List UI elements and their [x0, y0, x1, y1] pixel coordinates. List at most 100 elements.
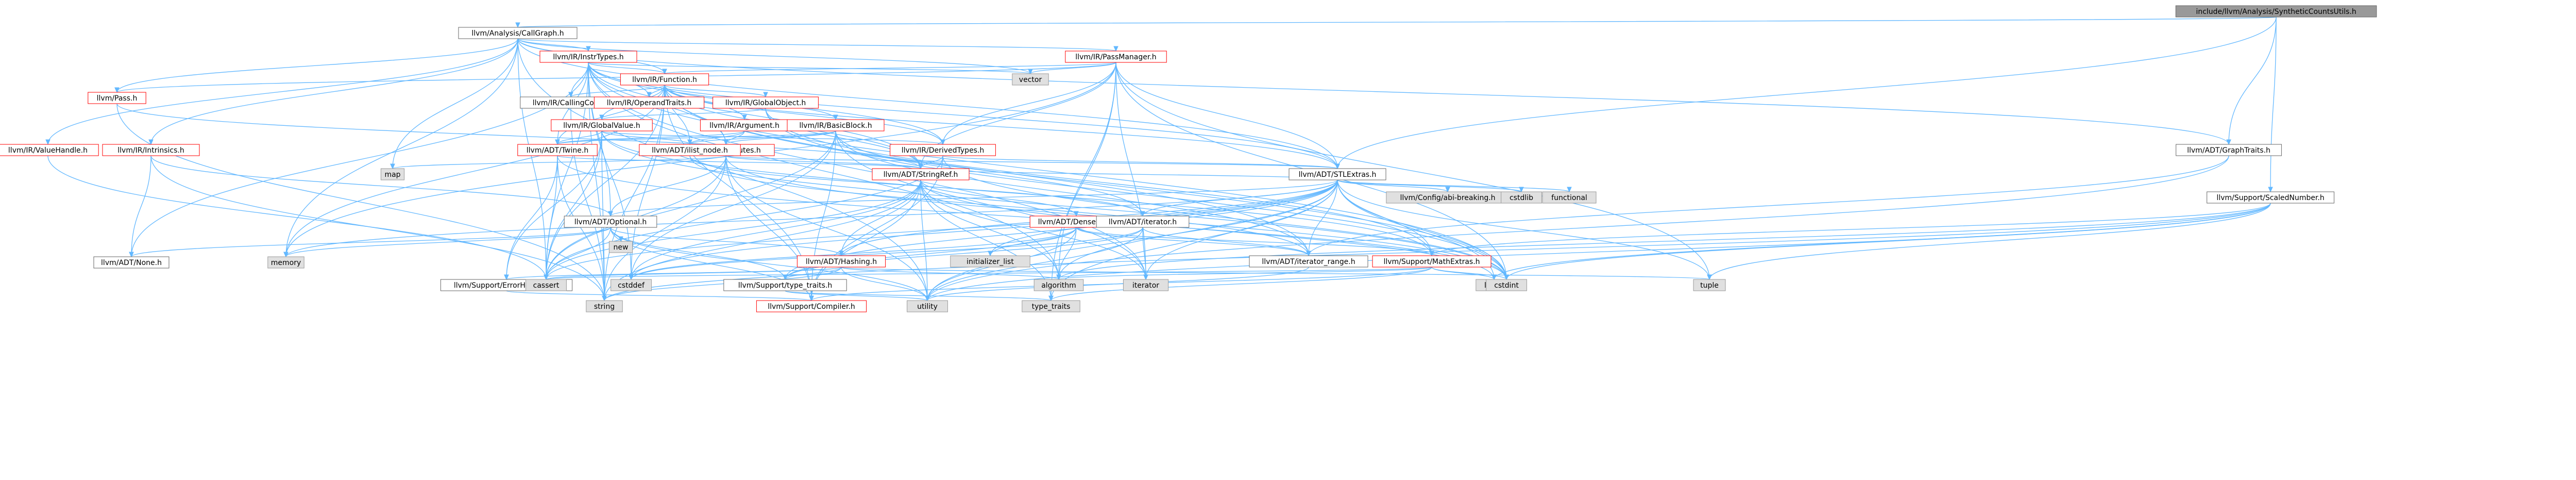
edge-sn-to-algorithm	[1056, 203, 2271, 280]
node-llvm-adt-optional-h[interactable]: llvm/ADT/Optional.h	[564, 216, 657, 228]
node-label: cstddef	[618, 282, 645, 290]
node-llvm-adt-iterator-h[interactable]: llvm/ADT/iterator.h	[1096, 216, 1190, 228]
node-label: tuple	[1700, 282, 1719, 290]
node-label: llvm/IR/GlobalObject.h	[725, 99, 806, 107]
node-label: llvm/ADT/Hashing.h	[806, 258, 877, 266]
node-tuple: tuple	[1693, 279, 1726, 291]
edge-vh-to-cassert	[47, 155, 549, 280]
node-llvm-support-scalednumber-h[interactable]: llvm/Support/ScaledNumber.h	[2207, 191, 2334, 204]
node-llvm-adt-hashing-h[interactable]: llvm/ADT/Hashing.h	[796, 255, 886, 268]
node-llvm-adt-twine-h[interactable]: llvm/ADT/Twine.h	[517, 144, 598, 156]
node-llvm-analysis-callgraph-h[interactable]: llvm/Analysis/CallGraph.h	[458, 27, 578, 39]
node-label: llvm/IR/Intrinsics.h	[117, 146, 184, 155]
node-label: vector	[1019, 76, 1042, 84]
node-cstddef: cstddef	[611, 279, 652, 291]
edge-stl-to-cfg	[1337, 179, 1450, 193]
node-llvm-support-mathextras-h[interactable]: llvm/Support/MathExtras.h	[1372, 255, 1492, 268]
node-llvm-ir-globalobject-h[interactable]: llvm/IR/GlobalObject.h	[713, 96, 819, 109]
edge-cc-to-string	[570, 108, 607, 302]
node-label: memory	[271, 259, 301, 267]
edge-stl-to-cstdlib	[1337, 179, 1524, 193]
node-llvm-ir-globalvalue-h[interactable]: llvm/IR/GlobalValue.h	[551, 119, 653, 131]
edge-cg-to-pass	[114, 38, 518, 93]
edge-root-to-gt	[2226, 16, 2277, 145]
node-llvm-ir-operandtraits-h[interactable]: llvm/IR/OperandTraits.h	[594, 96, 705, 109]
node-llvm-adt-graphtraits-h[interactable]: llvm/ADT/GraphTraits.h	[2176, 144, 2282, 156]
node-label: utility	[917, 303, 938, 311]
node-label: llvm/ADT/Optional.h	[574, 218, 647, 226]
edge-sn-to-string	[602, 203, 2271, 302]
node-label: llvm/ADT/STLExtras.h	[1299, 171, 1377, 179]
edge-cg-to-memory	[283, 38, 518, 258]
edge-sn-to-tuple	[1707, 203, 2271, 280]
edge-gt-to-itr	[1306, 155, 2229, 257]
node-llvm-ir-function-h[interactable]: llvm/IR/Function.h	[620, 73, 709, 86]
node-initializer-list: initializer_list	[950, 255, 1030, 268]
node-llvm-ir-passmanager-h[interactable]: llvm/IR/PassManager.h	[1065, 51, 1167, 63]
edge-attr-to-map	[390, 155, 726, 170]
node-llvm-adt-iterator-range-h[interactable]: llvm/ADT/iterator_range.h	[1249, 255, 1368, 268]
edge-bb-to-attr	[723, 130, 836, 145]
node-llvm-pass-h[interactable]: llvm/Pass.h	[88, 92, 146, 104]
node-llvm-support-type-traits-h[interactable]: llvm/Support/type_traits.h	[723, 279, 847, 291]
node-label: cstdlib	[1510, 194, 1533, 202]
node-label: type_traits	[1032, 303, 1071, 311]
edge-twine-to-eh	[504, 155, 558, 280]
node-llvm-ir-intrinsics-h[interactable]: llvm/IR/Intrinsics.h	[102, 144, 200, 156]
node-llvm-adt-none-h[interactable]: llvm/ADT/None.h	[93, 256, 170, 269]
edge-root-to-sn	[2268, 16, 2277, 193]
node-llvm-adt-stlextras-h[interactable]: llvm/ADT/STLExtras.h	[1289, 168, 1386, 180]
node-label: llvm/Analysis/CallGraph.h	[471, 29, 564, 38]
edge-opt-to-memory	[283, 227, 611, 258]
edge-intr-to-opt	[150, 155, 613, 217]
edge-eh-to-comp	[506, 290, 814, 302]
edge-fn-to-cc	[568, 85, 665, 98]
node-iterator: iterator	[1123, 279, 1169, 291]
edge-tt-to-typetraits	[785, 290, 1054, 302]
edge-stl-to-functional	[1337, 179, 1572, 193]
node-string: string	[586, 300, 623, 312]
node-llvm-ir-instrtypes-h[interactable]: llvm/IR/InstrTypes.h	[539, 51, 637, 63]
node-llvm-ir-valuehandle-h[interactable]: llvm/IR/ValueHandle.h	[0, 144, 99, 156]
node-label: llvm/IR/BasicBlock.h	[799, 122, 872, 130]
edge-root-to-cg	[515, 16, 2277, 28]
edge-opt-to-hash	[610, 227, 844, 257]
edge-intr-to-none	[129, 155, 151, 258]
edge-it-to-fn	[588, 62, 667, 75]
node-llvm-ir-argument-h[interactable]: llvm/IR/Argument.h	[700, 119, 789, 131]
node-label: llvm/Config/abi-breaking.h	[1400, 194, 1495, 202]
node-algorithm: algorithm	[1033, 279, 1084, 291]
edge-root-to-stl	[1335, 16, 2277, 170]
edge-sref-to-dset	[920, 179, 1079, 217]
edge-pm-to-memory	[283, 62, 1116, 258]
node-label: string	[594, 303, 615, 311]
edge-it-to-none	[129, 62, 589, 258]
node-label: llvm/IR/InstrTypes.h	[553, 53, 623, 61]
node-llvm-adt-ilist-node-h[interactable]: llvm/ADT/ilist_node.h	[639, 144, 741, 156]
node-llvm-adt-stringref-h[interactable]: llvm/ADT/StringRef.h	[872, 168, 970, 180]
node-llvm-ir-basicblock-h[interactable]: llvm/IR/BasicBlock.h	[787, 119, 885, 131]
node-type-traits: type_traits	[1022, 300, 1080, 312]
node-label: llvm/ADT/iterator_range.h	[1262, 258, 1355, 266]
node-memory: memory	[267, 256, 304, 269]
node-cstdlib: cstdlib	[1501, 191, 1542, 204]
node-label: map	[384, 171, 400, 179]
edge-iter-to-cstddef	[629, 227, 1143, 280]
node-cstdint: cstdint	[1486, 279, 1527, 291]
node-label: algorithm	[1041, 282, 1076, 290]
node-vector: vector	[1012, 73, 1049, 86]
edge-go-to-gv	[599, 108, 766, 121]
node-label: iterator	[1132, 282, 1159, 290]
node-llvm-ir-derivedtypes-h[interactable]: llvm/IR/DerivedTypes.h	[890, 144, 996, 156]
edge-pass-to-sref	[116, 103, 923, 170]
edge-cg-to-it	[517, 38, 591, 52]
edge-bb-to-ilist	[687, 130, 836, 145]
node-include-llvm-analysis-syntheticcountsutils-h[interactable]: include/llvm/Analysis/SyntheticCountsUti…	[2175, 5, 2377, 18]
edge-cg-to-pm	[517, 38, 1118, 52]
edge-pm-to-fn	[662, 62, 1116, 75]
edge-intr-to-string	[150, 155, 607, 302]
graph-nodes: include/llvm/Analysis/SyntheticCountsUti…	[0, 5, 2377, 312]
node-label: llvm/Support/type_traits.h	[738, 282, 833, 290]
node-llvm-support-compiler-h[interactable]: llvm/Support/Compiler.h	[756, 300, 867, 312]
